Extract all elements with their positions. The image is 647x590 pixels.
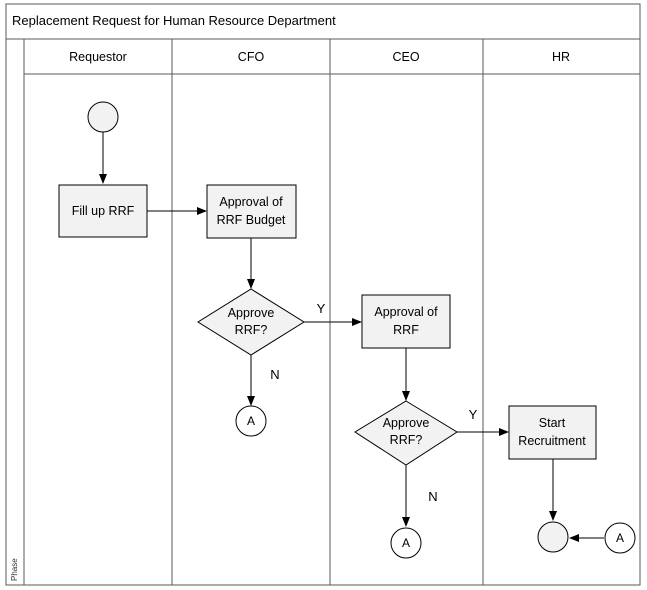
edge-label-decision1-no: N xyxy=(270,367,279,382)
lane-header-hr: HR xyxy=(552,50,570,64)
task-approval-budget-line1: Approval of xyxy=(219,195,283,209)
task-approval-of-rrf: Approval of RRF xyxy=(361,294,451,349)
task-approval-of-rrf-budget: Approval of RRF Budget xyxy=(206,184,297,239)
connector-a-ceo-label: A xyxy=(402,536,410,550)
decision-approve-rrf-ceo: Approve RRF? xyxy=(354,400,458,466)
decision-cfo-line1: Approve xyxy=(228,306,275,320)
edge-label-decision1-yes: Y xyxy=(317,301,326,316)
connector-a-cfo-label: A xyxy=(247,414,255,428)
edge-label-decision2-no: N xyxy=(428,489,437,504)
connector-a-hr-label: A xyxy=(616,531,624,545)
connector-a-cfo: A xyxy=(235,405,267,437)
decision-ceo-line1: Approve xyxy=(383,416,430,430)
task-fill-up-rrf: Fill up RRF xyxy=(58,184,148,238)
decision-cfo-line2: RRF? xyxy=(235,323,268,337)
edge-label-decision2-yes: Y xyxy=(469,407,478,422)
diagram-title: Replacement Request for Human Resource D… xyxy=(12,13,336,28)
task-start-recruitment: Start Recruitment xyxy=(508,405,597,460)
connector-a-hr: A xyxy=(604,522,636,554)
start-node xyxy=(87,101,119,133)
decision-ceo-line2: RRF? xyxy=(390,433,423,447)
lane-header-ceo: CEO xyxy=(392,50,419,64)
task-fill-up-rrf-label: Fill up RRF xyxy=(72,204,135,218)
task-start-recruitment-line1: Start xyxy=(539,416,566,430)
lane-header-cfo: CFO xyxy=(238,50,265,64)
task-start-recruitment-line2: Recruitment xyxy=(518,434,586,448)
diagram-frame xyxy=(5,3,641,586)
task-approval-budget-line2: RRF Budget xyxy=(217,213,286,227)
end-node xyxy=(537,521,569,553)
lane-header-requestor: Requestor xyxy=(69,50,127,64)
task-approval-rrf-line2: RRF xyxy=(393,323,419,337)
phase-label: Phase xyxy=(10,558,19,581)
connector-a-ceo: A xyxy=(390,527,422,559)
task-approval-rrf-line1: Approval of xyxy=(374,305,438,319)
decision-approve-rrf-cfo: Approve RRF? xyxy=(197,288,305,356)
